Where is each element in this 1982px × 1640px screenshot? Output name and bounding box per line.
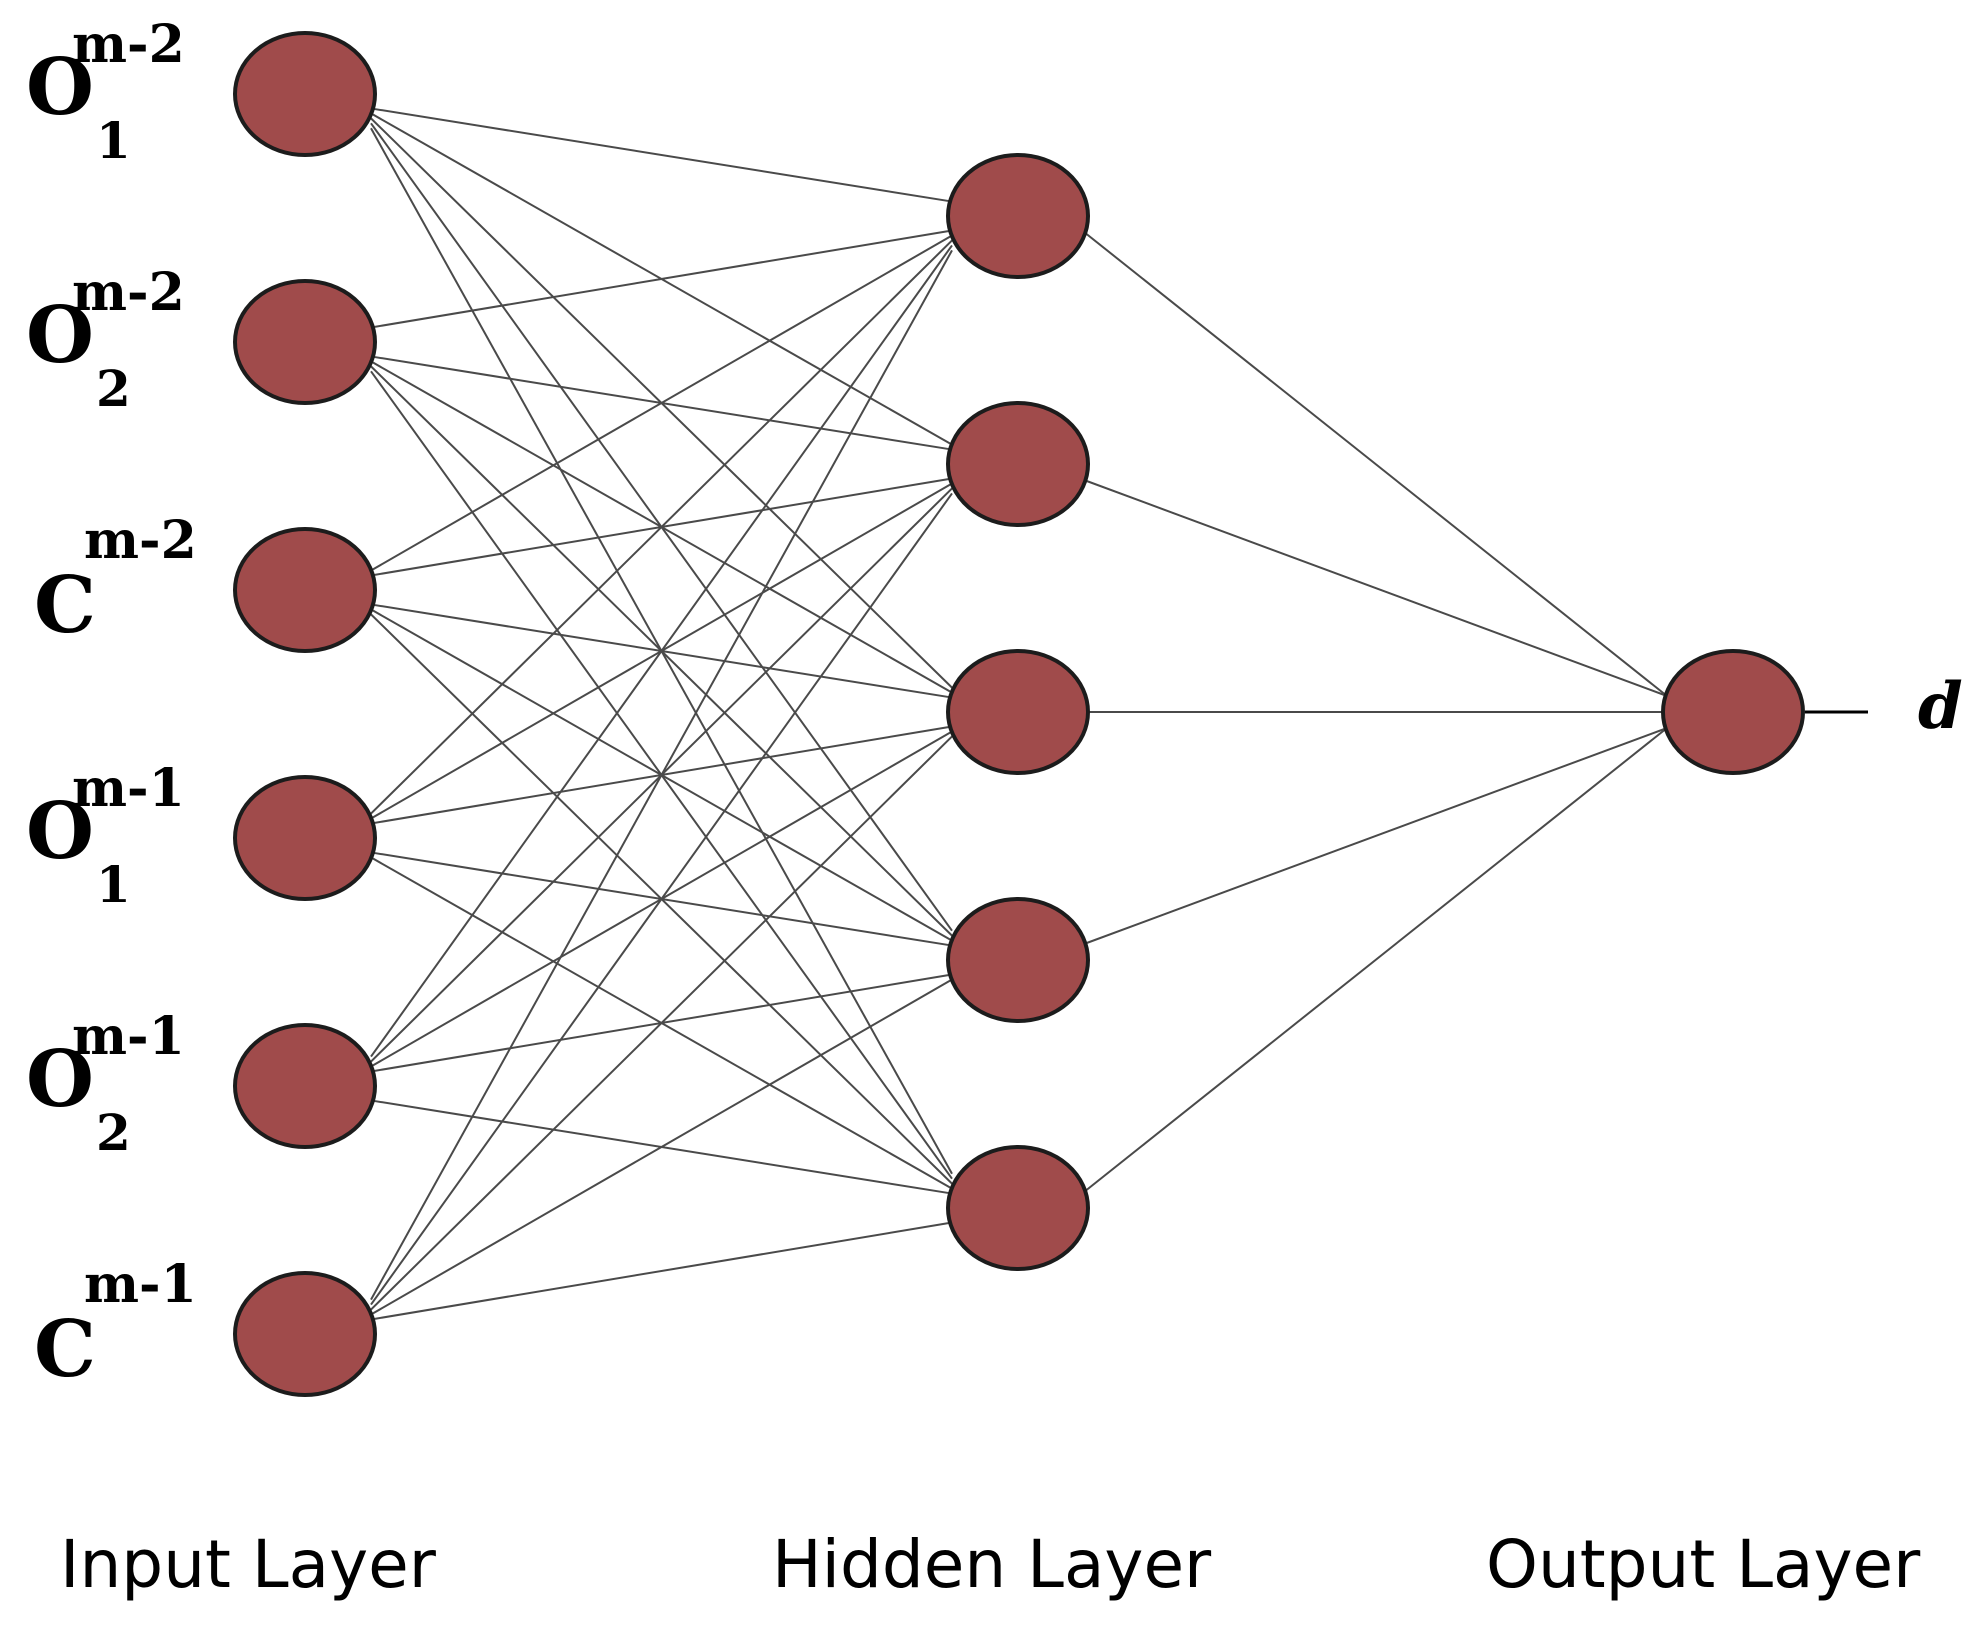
edge-hidden-5-output — [1083, 727, 1668, 1193]
edge-input-6-hidden-2 — [370, 492, 953, 1306]
label-main: O — [26, 1034, 94, 1125]
edge-input-6-hidden-3 — [370, 735, 953, 1311]
input-node-1 — [233, 31, 377, 157]
label-subscript: 1 — [96, 111, 131, 170]
edge-hidden-1-output — [1083, 231, 1668, 697]
input-hidden-connections — [370, 107, 953, 1321]
input-layer-nodes — [233, 31, 377, 1397]
input-layer-label: Input Layer — [60, 1526, 436, 1603]
input-node-3 — [233, 527, 377, 653]
input-node-5 — [233, 1023, 377, 1149]
edge-input-1-hidden-1 — [370, 107, 953, 203]
output-layer-nodes — [1661, 649, 1805, 775]
input-node-4 — [233, 775, 377, 901]
hidden-node-3 — [946, 649, 1090, 775]
hidden-node-4 — [946, 897, 1090, 1023]
input-label-3: Cm-2 — [34, 510, 197, 651]
hidden-layer-nodes — [946, 153, 1090, 1271]
label-main: O — [26, 42, 94, 133]
edge-input-2-hidden-1 — [370, 229, 953, 329]
output-node — [1661, 649, 1805, 775]
label-superscript: m-2 — [72, 262, 185, 323]
label-subscript: 1 — [96, 855, 131, 914]
output-variable-label: d — [1918, 669, 1963, 744]
edge-input-3-hidden-1 — [370, 234, 953, 572]
label-main: O — [26, 290, 94, 381]
label-superscript: m-1 — [72, 1006, 185, 1067]
input-label-5: O2 m-1 — [26, 1006, 185, 1162]
input-node-6 — [233, 1271, 377, 1397]
edge-input-6-hidden-5 — [370, 1221, 953, 1321]
edge-hidden-2-output — [1083, 479, 1668, 697]
label-superscript: m-2 — [72, 14, 185, 75]
input-label-1: O1 m-2 — [26, 14, 185, 170]
label-superscript: m-2 — [84, 510, 197, 571]
hidden-output-connections — [1083, 231, 1668, 1193]
input-node-2 — [233, 279, 377, 405]
output-layer-label: Output Layer — [1486, 1526, 1921, 1603]
label-main: C — [34, 1304, 96, 1395]
hidden-node-2 — [946, 401, 1090, 527]
hidden-node-5 — [946, 1145, 1090, 1271]
edge-input-4-hidden-1 — [370, 239, 953, 815]
input-label-2: O2 m-2 — [26, 262, 185, 418]
input-label-4: O1 m-1 — [26, 758, 185, 914]
label-subscript: 2 — [96, 1103, 131, 1162]
edge-input-5-hidden-1 — [370, 244, 953, 1058]
label-main: C — [34, 560, 96, 651]
label-main: O — [26, 786, 94, 877]
hidden-node-1 — [946, 153, 1090, 279]
label-superscript: m-1 — [72, 758, 185, 819]
hidden-layer-label: Hidden Layer — [772, 1526, 1212, 1603]
input-label-6: Cm-1 — [34, 1254, 197, 1395]
edge-hidden-4-output — [1083, 727, 1668, 945]
label-subscript: 2 — [96, 359, 131, 418]
label-superscript: m-1 — [84, 1254, 197, 1315]
edge-input-6-hidden-4 — [370, 978, 953, 1316]
edge-input-6-hidden-1 — [370, 249, 953, 1301]
